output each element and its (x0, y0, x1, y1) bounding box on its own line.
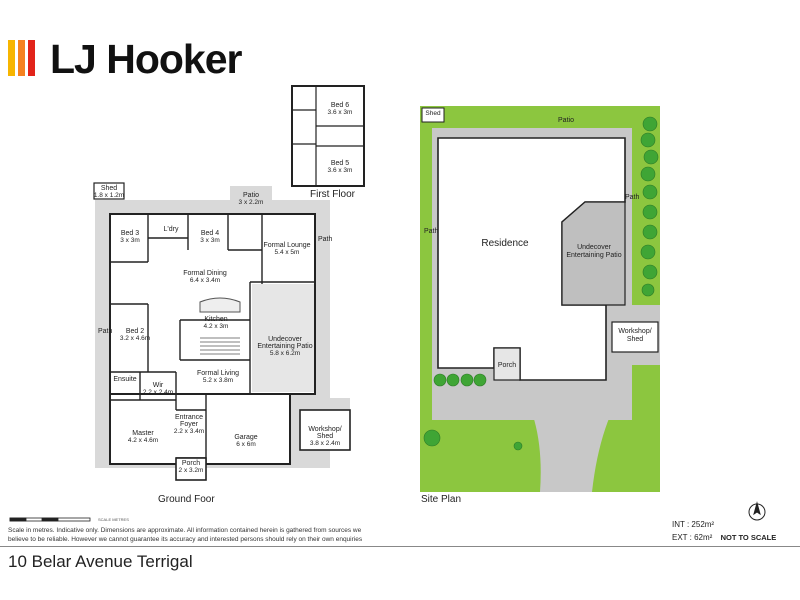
site-undecover-label: Undecover Entertaining Patio (566, 244, 622, 259)
path-label-right: Path (318, 236, 333, 243)
site-path-left: Path (424, 228, 439, 235)
site-residence-label: Residence (481, 238, 529, 249)
caption-ground-floor: Ground Foor (158, 494, 215, 505)
scale-bar (9, 517, 91, 522)
kitchen-island (199, 297, 241, 313)
property-address: 10 Belar Avenue Terrigal (8, 552, 193, 571)
first-floor-interior (292, 86, 364, 186)
external-area: EXT : 62m² NOT TO SCALE (672, 533, 777, 542)
path-label-left: Path (98, 328, 113, 335)
ground-floor-annex (175, 409, 351, 481)
room-ensuite: Ensuite (113, 376, 137, 383)
stairs (200, 337, 240, 355)
site-plan (420, 106, 660, 492)
site-patio-label: Patio (558, 117, 574, 124)
first-floor-walls (291, 85, 365, 187)
scale-label: SCALE METRES (98, 517, 129, 522)
logo-bar-orange (18, 40, 25, 76)
site-porch (493, 347, 521, 381)
compass-icon (748, 501, 766, 521)
site-trees (423, 116, 659, 451)
site-path-right: Path (625, 194, 640, 201)
disclaimer-notes: Scale in metres. Indicative only. Dimens… (8, 527, 363, 543)
caption-site-plan: Site Plan (421, 494, 462, 505)
site-shed-label: Shed (425, 110, 441, 117)
entertaining-patio-floor (252, 284, 314, 392)
room-laundry: L'dry (163, 226, 179, 233)
logo-bar-yellow (8, 40, 15, 76)
divider-line (0, 546, 800, 547)
brand-name: LJ Hooker (50, 36, 242, 82)
logo-bar-red (28, 40, 35, 76)
internal-area: INT : 252m² (672, 520, 715, 529)
site-porch-label: Porch (497, 362, 517, 369)
site-workshop-label: Workshop/ Shed (618, 328, 652, 343)
caption-first-floor: First Floor (310, 189, 355, 200)
